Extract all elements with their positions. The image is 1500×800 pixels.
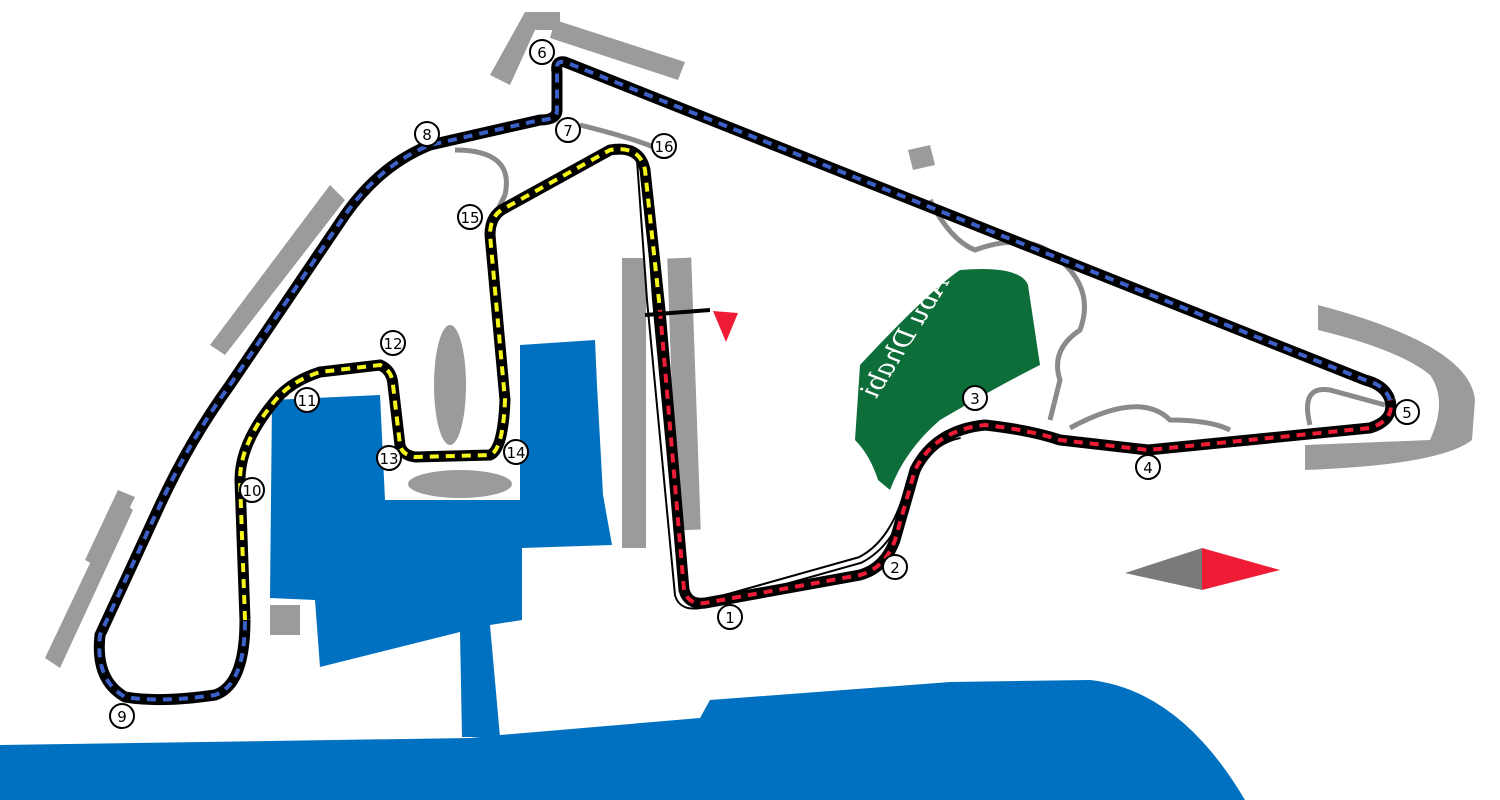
turn-marker: 4 (1135, 454, 1161, 480)
turn-marker: 1 (717, 604, 743, 630)
turn-circle (1135, 454, 1161, 480)
turn-circle (882, 554, 908, 580)
turn-marker: 12 (380, 330, 406, 356)
turn-number: 11 (297, 392, 316, 410)
turn-marker: 7 (555, 117, 581, 143)
turn-number: 10 (242, 482, 261, 500)
green-park-area (855, 269, 1040, 490)
turn-circle (962, 385, 988, 411)
sea (0, 680, 1245, 800)
turn-marker: 15 (457, 204, 483, 230)
turn-marker: 2 (882, 554, 908, 580)
turn-circle (414, 121, 440, 147)
turn-marker: 13 (376, 445, 402, 471)
start-finish-line (644, 308, 711, 317)
turn-marker: 11 (294, 387, 320, 413)
turn-number: 2 (890, 559, 900, 577)
turn-number: 1 (725, 609, 735, 627)
turn-number: 8 (422, 126, 432, 144)
turn-circle (1394, 399, 1420, 425)
turn-number: 16 (654, 138, 673, 156)
turn-circle (529, 39, 555, 65)
turn-circle (109, 703, 135, 729)
turn-circle (239, 477, 265, 503)
turn-number: 6 (537, 44, 547, 62)
turn-circle (380, 330, 406, 356)
turn-number: 15 (460, 209, 479, 227)
turn-number: 9 (117, 708, 127, 726)
direction-arrow-icon (713, 311, 738, 342)
turn-marker: 3 (962, 385, 988, 411)
turn-marker: 5 (1394, 399, 1420, 425)
north-arrow-icon (1125, 548, 1280, 590)
turn-marker: 14 (503, 439, 529, 465)
turn-circle (717, 604, 743, 630)
turn-circle (457, 204, 483, 230)
turn-number: 4 (1143, 459, 1153, 477)
marina-water (270, 340, 612, 737)
turn-number: 14 (506, 444, 525, 462)
turn-marker: 6 (529, 39, 555, 65)
turn-circle (503, 439, 529, 465)
turn-number: 5 (1402, 404, 1412, 422)
turn-circle (294, 387, 320, 413)
turn-number: 3 (970, 390, 980, 408)
buildings (45, 12, 1475, 668)
turn-circle (376, 445, 402, 471)
turn-number: 12 (383, 335, 402, 353)
turn-marker: 16 (651, 133, 677, 159)
turn-marker: 10 (239, 477, 265, 503)
turn-marker: 8 (414, 121, 440, 147)
turn-circle (651, 133, 677, 159)
turn-marker: 9 (109, 703, 135, 729)
turn-number: 7 (563, 122, 573, 140)
turn-circle (555, 117, 581, 143)
turn-number: 13 (379, 450, 398, 468)
